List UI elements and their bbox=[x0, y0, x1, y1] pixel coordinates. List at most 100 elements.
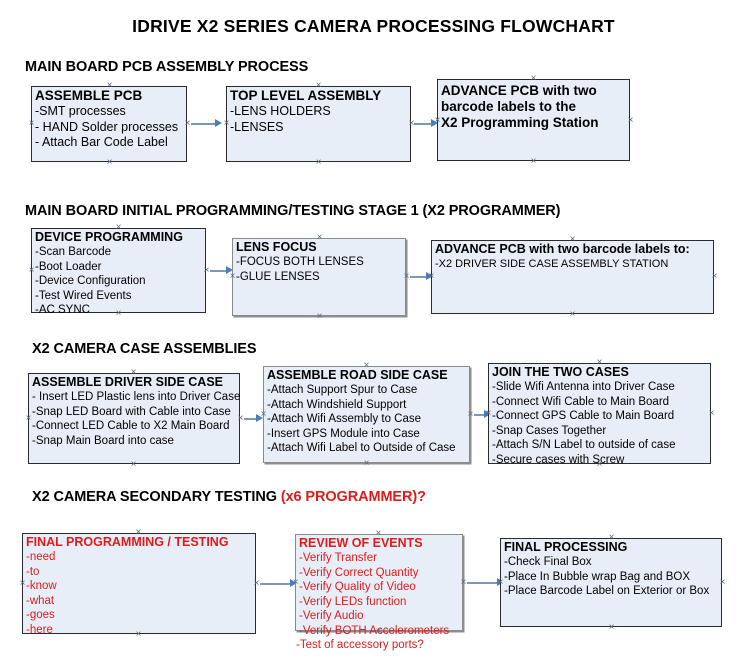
box-line: -Verify LEDs function bbox=[299, 595, 407, 608]
box-line: -Attach S/N Label to outside of case bbox=[492, 439, 676, 451]
box-line: -Connect LED Cable to X2 Main Board bbox=[32, 420, 230, 432]
connection-handle[interactable] bbox=[362, 361, 371, 370]
box-line: -Verify Correct Quantity bbox=[299, 566, 419, 579]
connection-handle[interactable] bbox=[291, 578, 300, 587]
connection-handle[interactable] bbox=[259, 410, 268, 419]
box-line: -what bbox=[26, 594, 55, 607]
connection-handle[interactable] bbox=[114, 223, 123, 232]
connection-handle[interactable] bbox=[314, 158, 323, 167]
box-advance-pcb-driver-side-case[interactable]: ADVANCE PCB with two barcode labels to: … bbox=[431, 240, 714, 314]
box-line: barcode labels to the bbox=[441, 99, 577, 114]
connection-handle[interactable] bbox=[228, 272, 237, 281]
connector-arrow bbox=[467, 582, 499, 584]
box-assemble-pcb[interactable]: ASSEMBLE PCB -SMT processes - HAND Solde… bbox=[31, 86, 187, 162]
page-title: IDRIVE X2 SERIES CAMERA PROCESSING FLOWC… bbox=[132, 16, 615, 36]
connection-handle[interactable] bbox=[27, 119, 36, 128]
box-line: - Insert LED Plastic lens into Driver Ca… bbox=[32, 391, 241, 403]
box-review-of-events[interactable]: REVIEW OF EVENTS -Verify Transfer -Verif… bbox=[295, 534, 463, 651]
box-assemble-road-side-case[interactable]: ASSEMBLE ROAD SIDE CASE -Attach Support … bbox=[263, 366, 470, 463]
connection-handle[interactable] bbox=[134, 528, 143, 537]
box-line: -Attach Wifi Label to Outside of Case bbox=[267, 442, 456, 454]
box-final-programming-testing[interactable]: FINAL PROGRAMMING / TESTING -need -to -k… bbox=[22, 533, 256, 636]
connection-handle[interactable] bbox=[222, 119, 231, 128]
connection-handle[interactable] bbox=[496, 578, 505, 587]
box-line: - HAND Solder processes bbox=[35, 119, 179, 134]
box-line: -Verify Audio bbox=[299, 610, 364, 622]
box-line: -GLUE LENSES bbox=[236, 270, 320, 283]
box-line: X2 Programming Station bbox=[441, 115, 599, 130]
connection-handle[interactable] bbox=[718, 578, 727, 587]
connection-handle[interactable] bbox=[607, 533, 616, 542]
connection-handle[interactable] bbox=[568, 235, 577, 244]
box-join-the-two-cases[interactable]: JOIN THE TWO CASES -Slide Wifi Antenna i… bbox=[488, 363, 711, 466]
connector-arrow bbox=[414, 123, 434, 125]
connector-arrow-head bbox=[215, 119, 222, 127]
box-line: -Insert GPS Module into Case bbox=[267, 427, 420, 440]
connection-handle[interactable] bbox=[433, 116, 442, 125]
box-line: -Snap Main Board into case bbox=[32, 434, 174, 447]
box-line: -Device Configuration bbox=[35, 275, 146, 287]
box-line: -Check Final Box bbox=[504, 556, 592, 568]
box-line: -Snap LED Board with Cable into Case bbox=[32, 405, 231, 418]
connection-handle[interactable] bbox=[707, 409, 716, 418]
box-line: -know bbox=[26, 580, 57, 592]
box-line: - Attach Bar Code Label bbox=[35, 135, 168, 149]
connection-handle[interactable] bbox=[607, 623, 616, 632]
connection-handle[interactable] bbox=[484, 409, 493, 418]
box-final-processing[interactable]: FINAL PROCESSING -Check Final Box -Place… bbox=[500, 538, 722, 627]
connection-handle[interactable] bbox=[529, 74, 538, 83]
connection-handle[interactable] bbox=[105, 158, 114, 167]
box-line: -Verify Quality of Video bbox=[299, 581, 416, 593]
connection-handle[interactable] bbox=[129, 368, 138, 377]
connection-handle[interactable] bbox=[710, 272, 719, 281]
section-heading-main-board-initial-programming: MAIN BOARD INITIAL PROGRAMMING/TESTING S… bbox=[25, 203, 561, 219]
connection-handle[interactable] bbox=[595, 358, 604, 367]
box-line: -Scan Barcode bbox=[35, 246, 112, 258]
box-line: -Place In Bubble wrap Bag and BOX bbox=[504, 570, 691, 583]
connection-handle[interactable] bbox=[18, 579, 27, 588]
box-line: -Attach Wifi Assembly to Case bbox=[267, 413, 422, 425]
connector-arrow bbox=[191, 123, 217, 125]
connection-handle[interactable] bbox=[24, 414, 33, 423]
connection-handle[interactable] bbox=[568, 310, 577, 319]
connection-handle[interactable] bbox=[529, 157, 538, 166]
connection-handle[interactable] bbox=[27, 266, 36, 275]
connection-handle[interactable] bbox=[129, 460, 138, 469]
connection-handle[interactable] bbox=[105, 81, 114, 90]
box-line: -goes bbox=[26, 609, 55, 621]
box-top-level-assembly[interactable]: TOP LEVEL ASSEMBLY -LENS HOLDERS -LENSES bbox=[226, 86, 411, 162]
connector-arrow bbox=[210, 270, 228, 272]
box-line: -Slide Wifi Antenna into Driver Case bbox=[492, 381, 675, 393]
connection-handle[interactable] bbox=[427, 272, 436, 281]
box-advance-pcb-programming-station[interactable]: ADVANCE PCB with two barcode labels to t… bbox=[437, 79, 630, 161]
box-device-programming[interactable]: DEVICE PROGRAMMING -Scan Barcode -Boot L… bbox=[31, 228, 206, 316]
connection-handle[interactable] bbox=[374, 627, 383, 636]
section-heading-main-board-pcb-assembly: MAIN BOARD PCB ASSEMBLY PROCESS bbox=[25, 59, 309, 75]
box-line: -Attach Windshield Support bbox=[267, 398, 407, 411]
connector-arrow bbox=[244, 418, 258, 420]
connection-handle[interactable] bbox=[374, 529, 383, 538]
box-line: -Snap Cases Together bbox=[492, 424, 607, 437]
section-heading-suffix: (x6 PROGRAMMER)? bbox=[280, 489, 426, 505]
connection-handle[interactable] bbox=[626, 116, 635, 125]
box-line: -Verify Transfer bbox=[299, 552, 377, 564]
box-line: -X2 DRIVER SIDE CASE ASSEMBLY STATION bbox=[435, 258, 669, 270]
box-line: -Connect Wifi Cable to Main Board bbox=[492, 395, 670, 408]
box-assemble-driver-side-case[interactable]: ASSEMBLE DRIVER SIDE CASE - Insert LED P… bbox=[28, 373, 240, 464]
box-line: -LENSES bbox=[230, 119, 284, 134]
connection-handle[interactable] bbox=[114, 309, 123, 318]
connector-arrow bbox=[474, 414, 486, 416]
connection-handle[interactable] bbox=[315, 312, 324, 321]
connection-handle[interactable] bbox=[362, 459, 371, 468]
connector-arrow bbox=[260, 583, 292, 585]
box-line: -Boot Loader bbox=[35, 260, 102, 273]
box-line: -FOCUS BOTH LENSES bbox=[236, 256, 364, 268]
box-line: -need bbox=[26, 551, 56, 563]
box-lens-focus[interactable]: LENS FOCUS -FOCUS BOTH LENSES -GLUE LENS… bbox=[232, 238, 406, 316]
connection-handle[interactable] bbox=[314, 81, 323, 90]
connection-handle[interactable] bbox=[134, 630, 143, 639]
connection-handle[interactable] bbox=[595, 460, 604, 469]
connection-handle[interactable] bbox=[315, 233, 324, 242]
section-heading-x2-camera-case-assemblies: X2 CAMERA CASE ASSEMBLIES bbox=[32, 341, 257, 357]
